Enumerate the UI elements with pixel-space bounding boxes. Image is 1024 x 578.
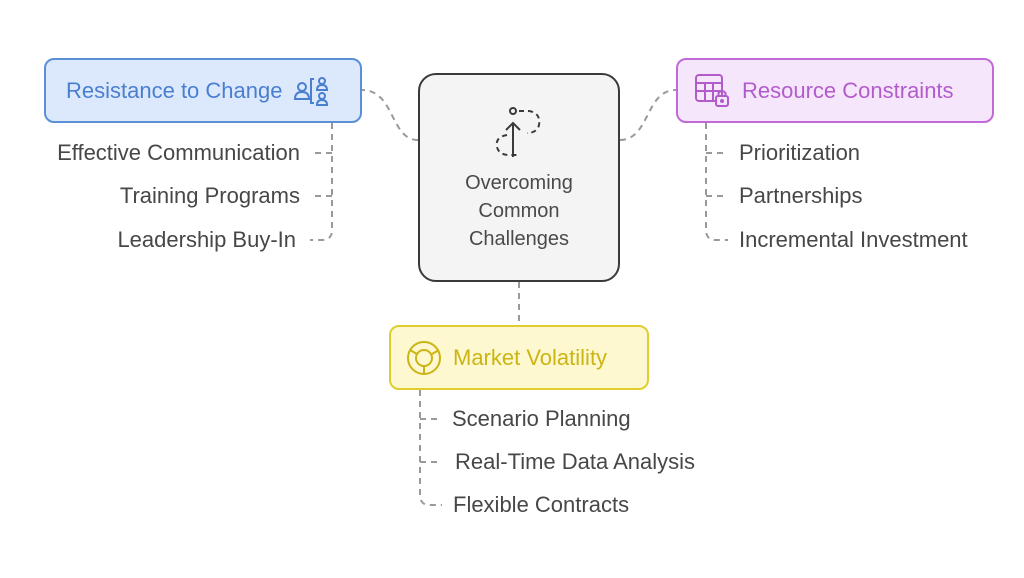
center-label: Overcoming Common Challenges (465, 171, 573, 250)
center-node: Overcoming Common Challenges (418, 73, 620, 282)
leaf-market-2: Real-Time Data Analysis (455, 449, 696, 474)
target-circle-icon (407, 340, 441, 375)
connector-market-spine (419, 390, 442, 506)
branch-resistance-to-change: Resistance to Change (44, 58, 362, 123)
branch-label: Resistance to Change (66, 77, 283, 103)
leaf-market-3: Flexible Contracts (453, 492, 630, 517)
leaf-resistance-2: Training Programs (119, 183, 300, 208)
branch-market-volatility: Market Volatility (389, 325, 649, 390)
table-lock-icon (695, 73, 729, 107)
connector-resources-spine (705, 123, 728, 241)
branch-resource-constraints: Resource Constraints (676, 58, 994, 123)
leaf-resistance-1: Effective Communication (57, 140, 300, 165)
connector-center-resistance (361, 89, 419, 141)
leaf-resources-2: Partnerships (739, 183, 863, 208)
leaf-market-1: Scenario Planning (452, 406, 631, 431)
leaf-resources-1: Prioritization (739, 140, 861, 165)
leaf-resistance-3: Leadership Buy-In (117, 227, 296, 252)
leaf-resources-3: Incremental Investment (739, 227, 968, 252)
branch-label: Resource Constraints (742, 77, 954, 103)
connector-center-resources (619, 89, 677, 141)
people-group-icon (294, 76, 329, 106)
connector-resistance-spine (310, 123, 333, 241)
path-arrow-icon (495, 106, 541, 157)
branch-label: Market Volatility (453, 344, 608, 370)
